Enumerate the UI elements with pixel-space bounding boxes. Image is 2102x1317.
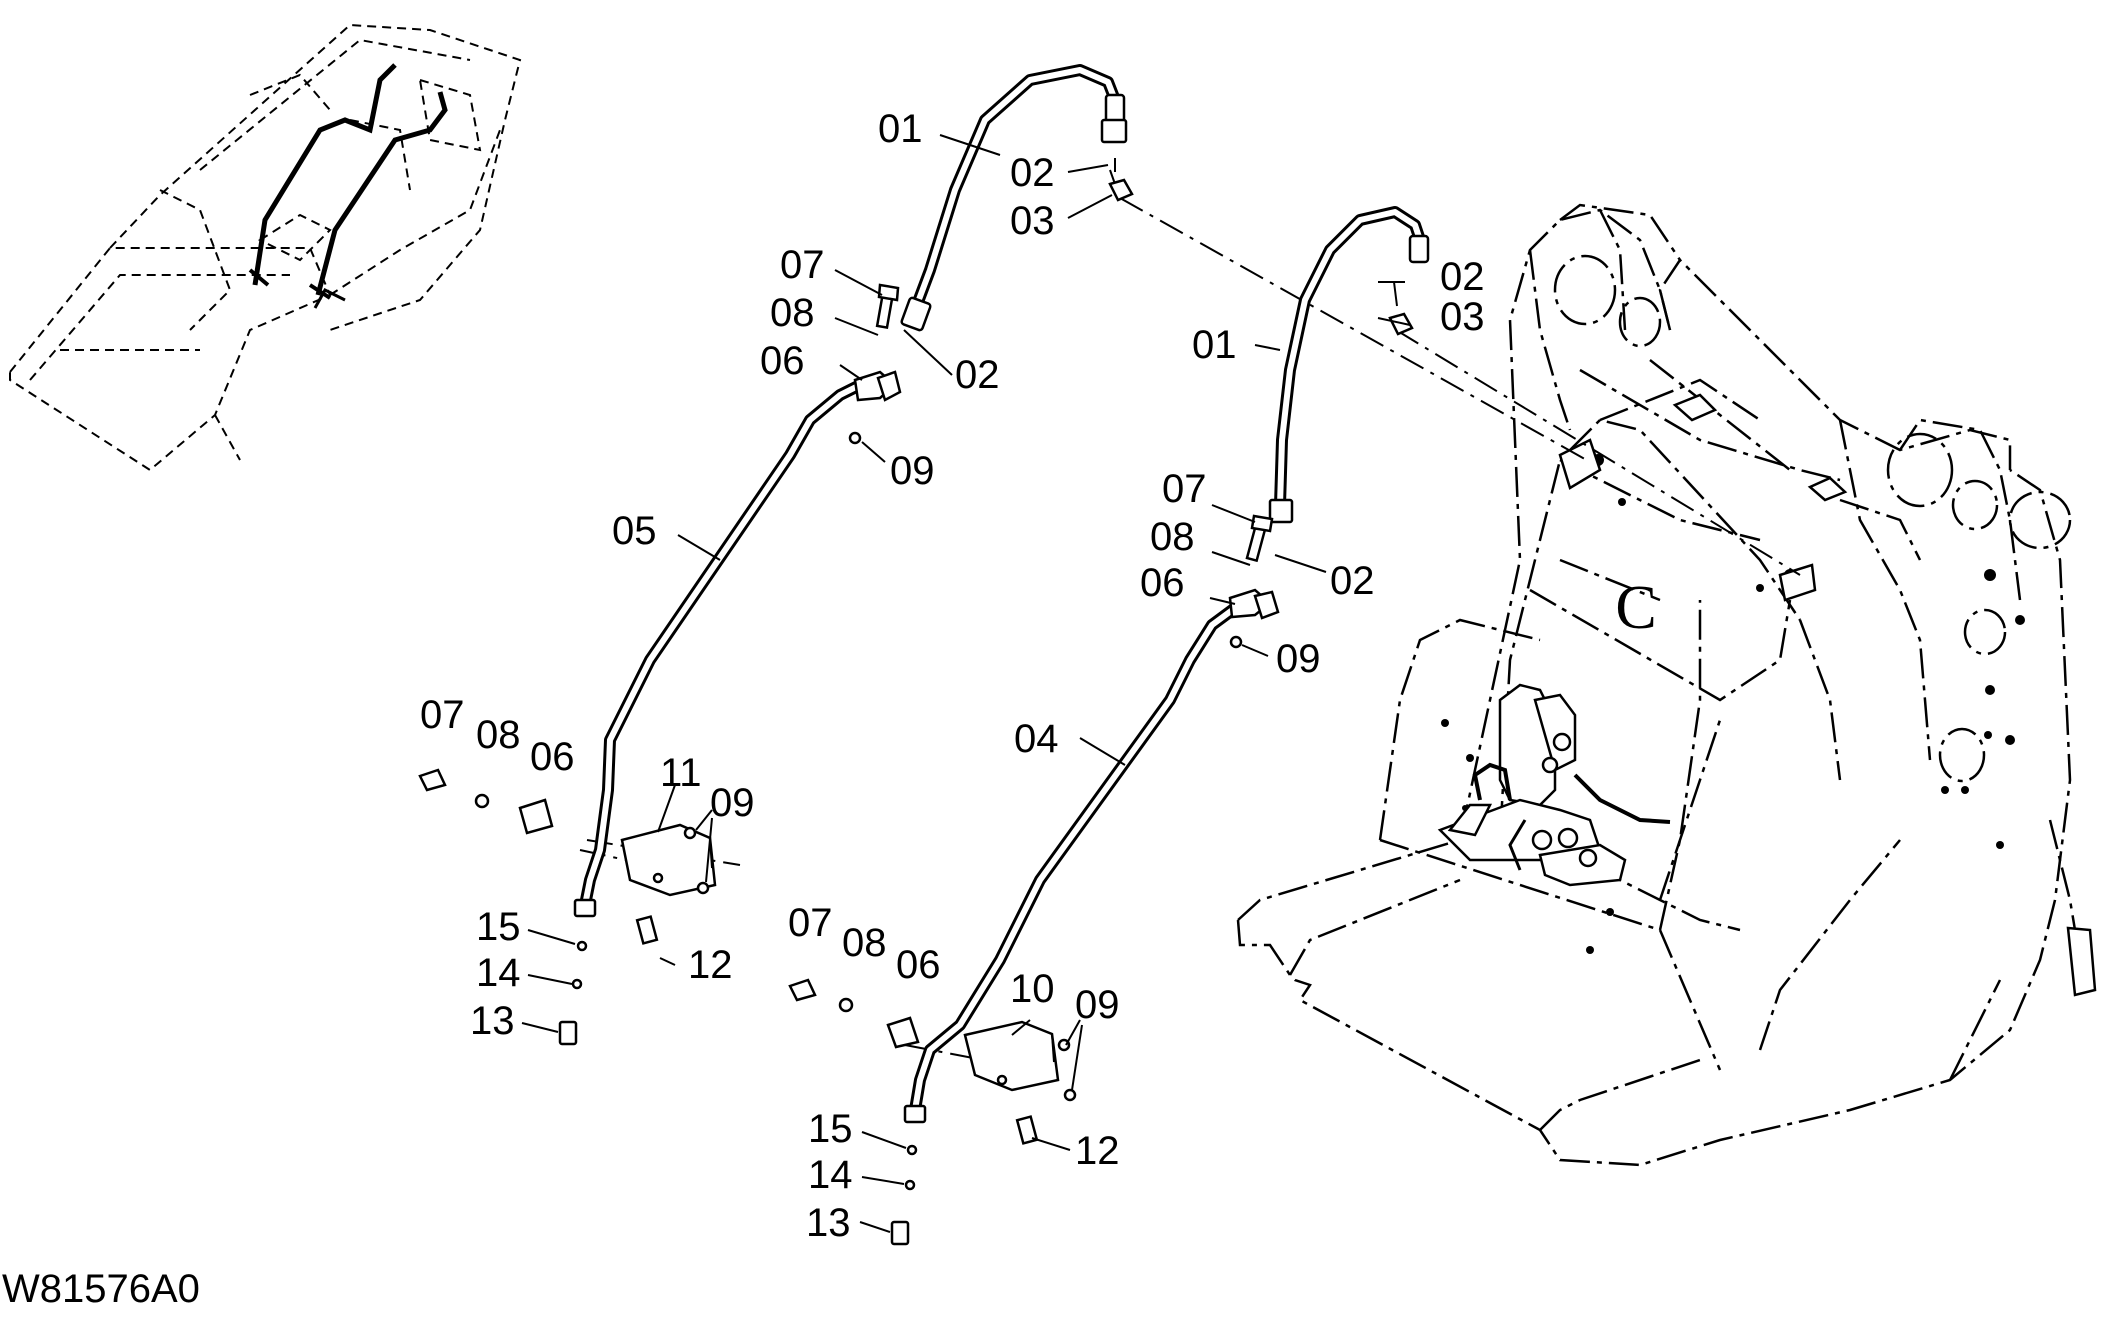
callout-washer-lower-right: 08 — [842, 921, 887, 965]
callout-washer-upper-left-top: 02 — [1010, 151, 1055, 195]
callout-bracket-right: 10 — [1010, 967, 1055, 1011]
callout-nut-right-clamp: 09 — [1276, 637, 1321, 681]
callout-washer-right-top: 02 — [1440, 255, 1485, 299]
left-hydraulic-line — [418, 64, 1134, 1046]
callout-labels: 01 02 03 07 08 06 02 09 05 01 02 03 07 0… — [420, 107, 1485, 1245]
callout-nut-left-clamp: 09 — [890, 449, 935, 493]
callout-washer-end-left: 14 — [476, 951, 521, 995]
callout-nut-bracket-left: 09 — [710, 781, 755, 825]
callout-pipe-right: 04 — [1014, 717, 1059, 761]
callout-pipe-left: 05 — [612, 509, 657, 553]
callout-clamp-lower-left: 06 — [530, 735, 575, 779]
leader-lines — [521, 134, 1411, 1233]
callout-bolt-lower-right: 07 — [788, 901, 833, 945]
control-valve-assembly — [1437, 683, 1671, 887]
callout-washer-right-elbow: 02 — [1330, 559, 1375, 603]
callout-bolt-left-clamp: 07 — [780, 243, 825, 287]
callout-bolt-right-clamp: 07 — [1162, 467, 1207, 511]
callout-hose-right: 01 — [1192, 323, 1237, 367]
callout-washer-lower-left: 08 — [476, 713, 521, 757]
callout-washer-left-clamp: 08 — [770, 291, 815, 335]
drawing-id: W81576A0 — [2, 1267, 200, 1311]
callout-clamp-left: 06 — [760, 339, 805, 383]
machine-overview-thumbnail — [9, 23, 522, 472]
callout-hose-upper-left: 01 — [878, 107, 923, 151]
callout-oring-left: 15 — [476, 905, 521, 949]
callout-cap-left: 13 — [470, 999, 515, 1043]
callout-washer-end-right: 14 — [808, 1153, 853, 1197]
callout-bolt-bracket-right: 12 — [1075, 1129, 1120, 1173]
right-hydraulic-line — [788, 206, 1430, 1246]
loader-frame: C — [1236, 203, 2097, 1167]
callout-fitting-right: 03 — [1440, 295, 1485, 339]
callout-washer-left-elbow: 02 — [955, 353, 1000, 397]
callout-washer-right-clamp: 08 — [1150, 515, 1195, 559]
callout-nut-bracket-right: 09 — [1075, 983, 1120, 1027]
callout-cap-right: 13 — [806, 1201, 851, 1245]
frame-cast-mark: C — [1615, 574, 1656, 642]
callout-bracket-left: 11 — [660, 751, 702, 795]
callout-clamp-right: 06 — [1140, 561, 1185, 605]
callout-clamp-lower-right: 06 — [896, 943, 941, 987]
callout-bolt-lower-left: 07 — [420, 693, 465, 737]
callout-fitting-upper-left: 03 — [1010, 199, 1055, 243]
callout-oring-right: 15 — [808, 1107, 853, 1151]
callout-bolt-bracket-left: 12 — [688, 943, 733, 987]
